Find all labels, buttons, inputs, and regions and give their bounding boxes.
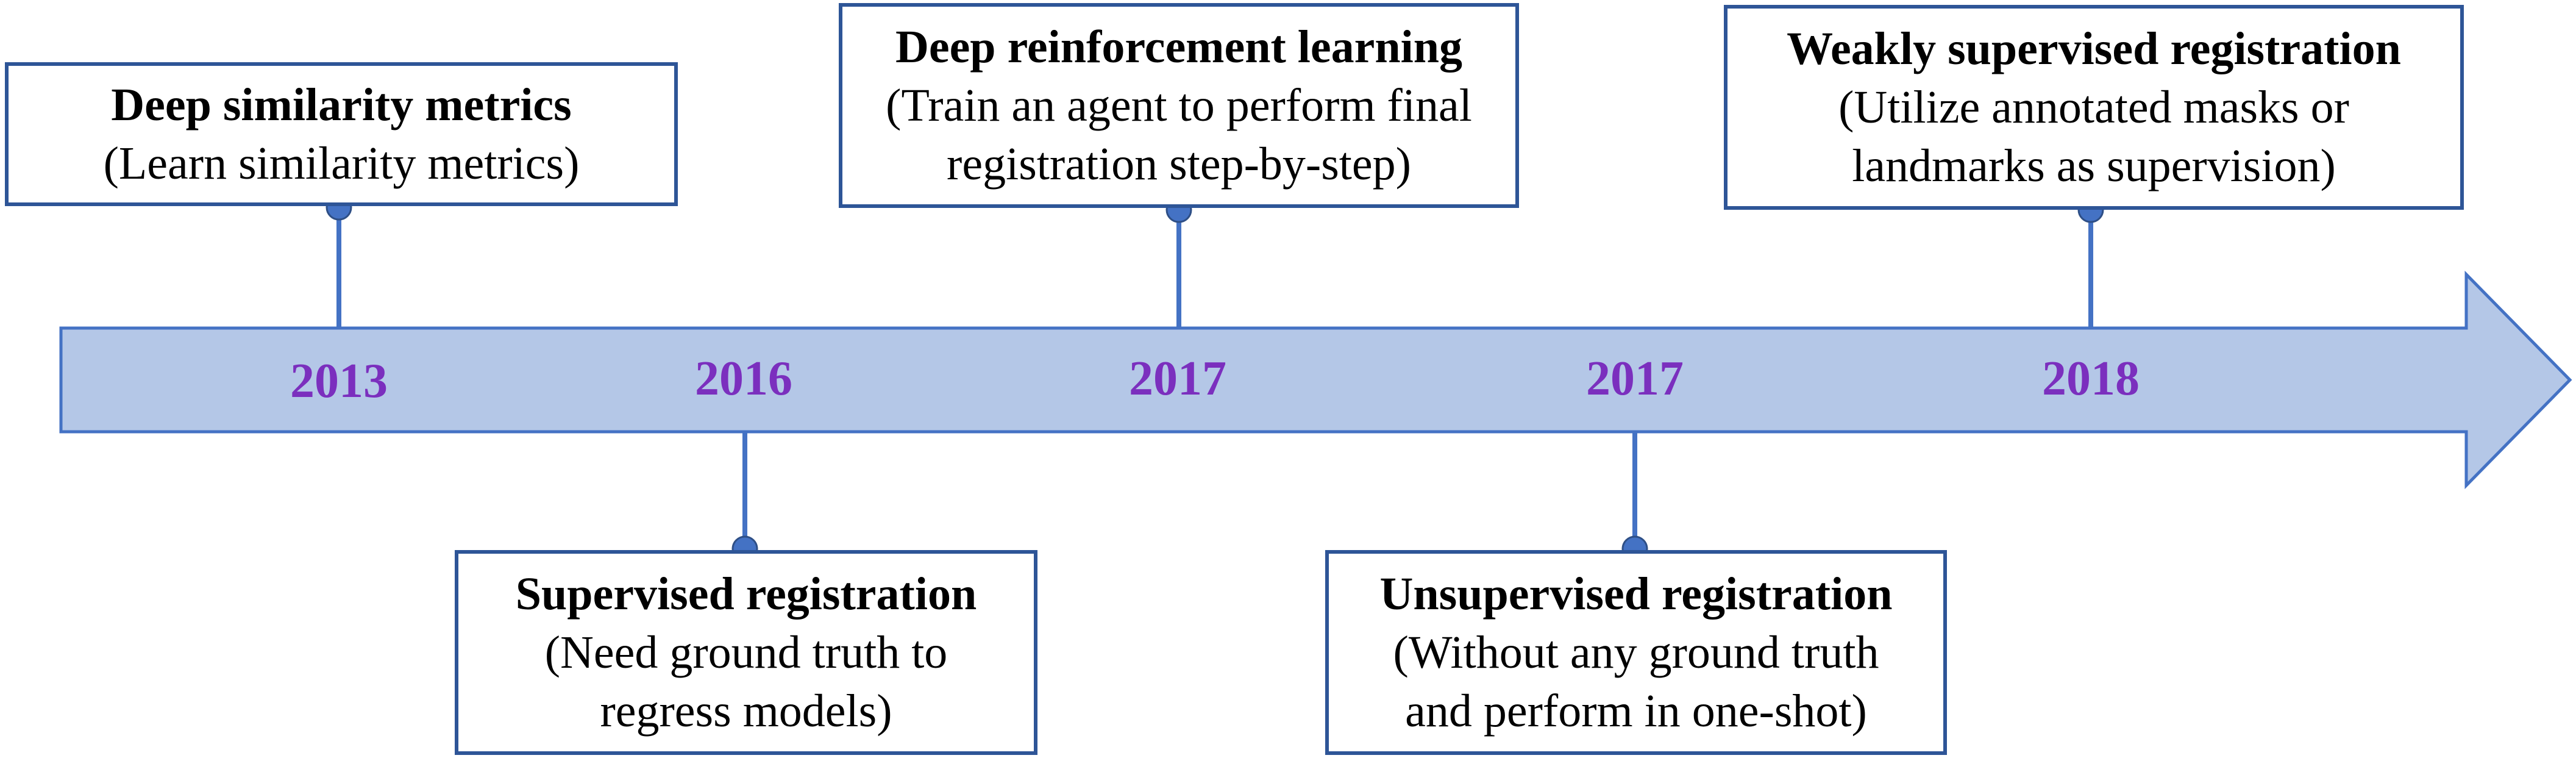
event-title: Unsupervised registration: [1379, 568, 1893, 620]
year-label-2018: 2018: [2042, 352, 2140, 406]
event-box-supervised: Supervised registration (Need ground tru…: [455, 550, 1037, 755]
event-description-line-1: (Need ground truth to: [544, 627, 948, 678]
event-title: Supervised registration: [515, 568, 977, 620]
event-box-unsupervised: Unsupervised registration (Without any g…: [1325, 550, 1947, 755]
year-label-2013: 2013: [290, 354, 388, 408]
event-description-line-1: (Utilize annotated masks or: [1838, 82, 2349, 133]
event-description: (Learn similarity metrics): [103, 138, 580, 189]
event-description-line-2: landmarks as supervision): [1852, 140, 2336, 191]
event-description-line-1: (Train an agent to perform final: [886, 80, 1472, 131]
year-label-2017-a: 2017: [1129, 352, 1226, 406]
event-box-weakly-supervised: Weakly supervised registration (Utilize …: [1724, 5, 2464, 210]
event-box-deep-similarity: Deep similarity metrics (Learn similarit…: [5, 62, 678, 206]
year-label-2017-b: 2017: [1586, 352, 1684, 406]
event-description-line-1: (Without any ground truth: [1393, 627, 1879, 678]
event-description-line-2: registration step-by-step): [947, 138, 1411, 190]
event-description-line-2: and perform in one-shot): [1405, 685, 1867, 737]
event-title: Deep similarity metrics: [111, 79, 572, 131]
event-box-deep-reinforcement: Deep reinforcement learning (Train an ag…: [839, 3, 1519, 208]
timeline-arrow: [59, 270, 2572, 490]
event-description-line-2: regress models): [600, 685, 892, 737]
event-title: Weakly supervised registration: [1787, 23, 2401, 74]
event-title: Deep reinforcement learning: [895, 21, 1463, 73]
year-label-2016: 2016: [695, 352, 792, 406]
